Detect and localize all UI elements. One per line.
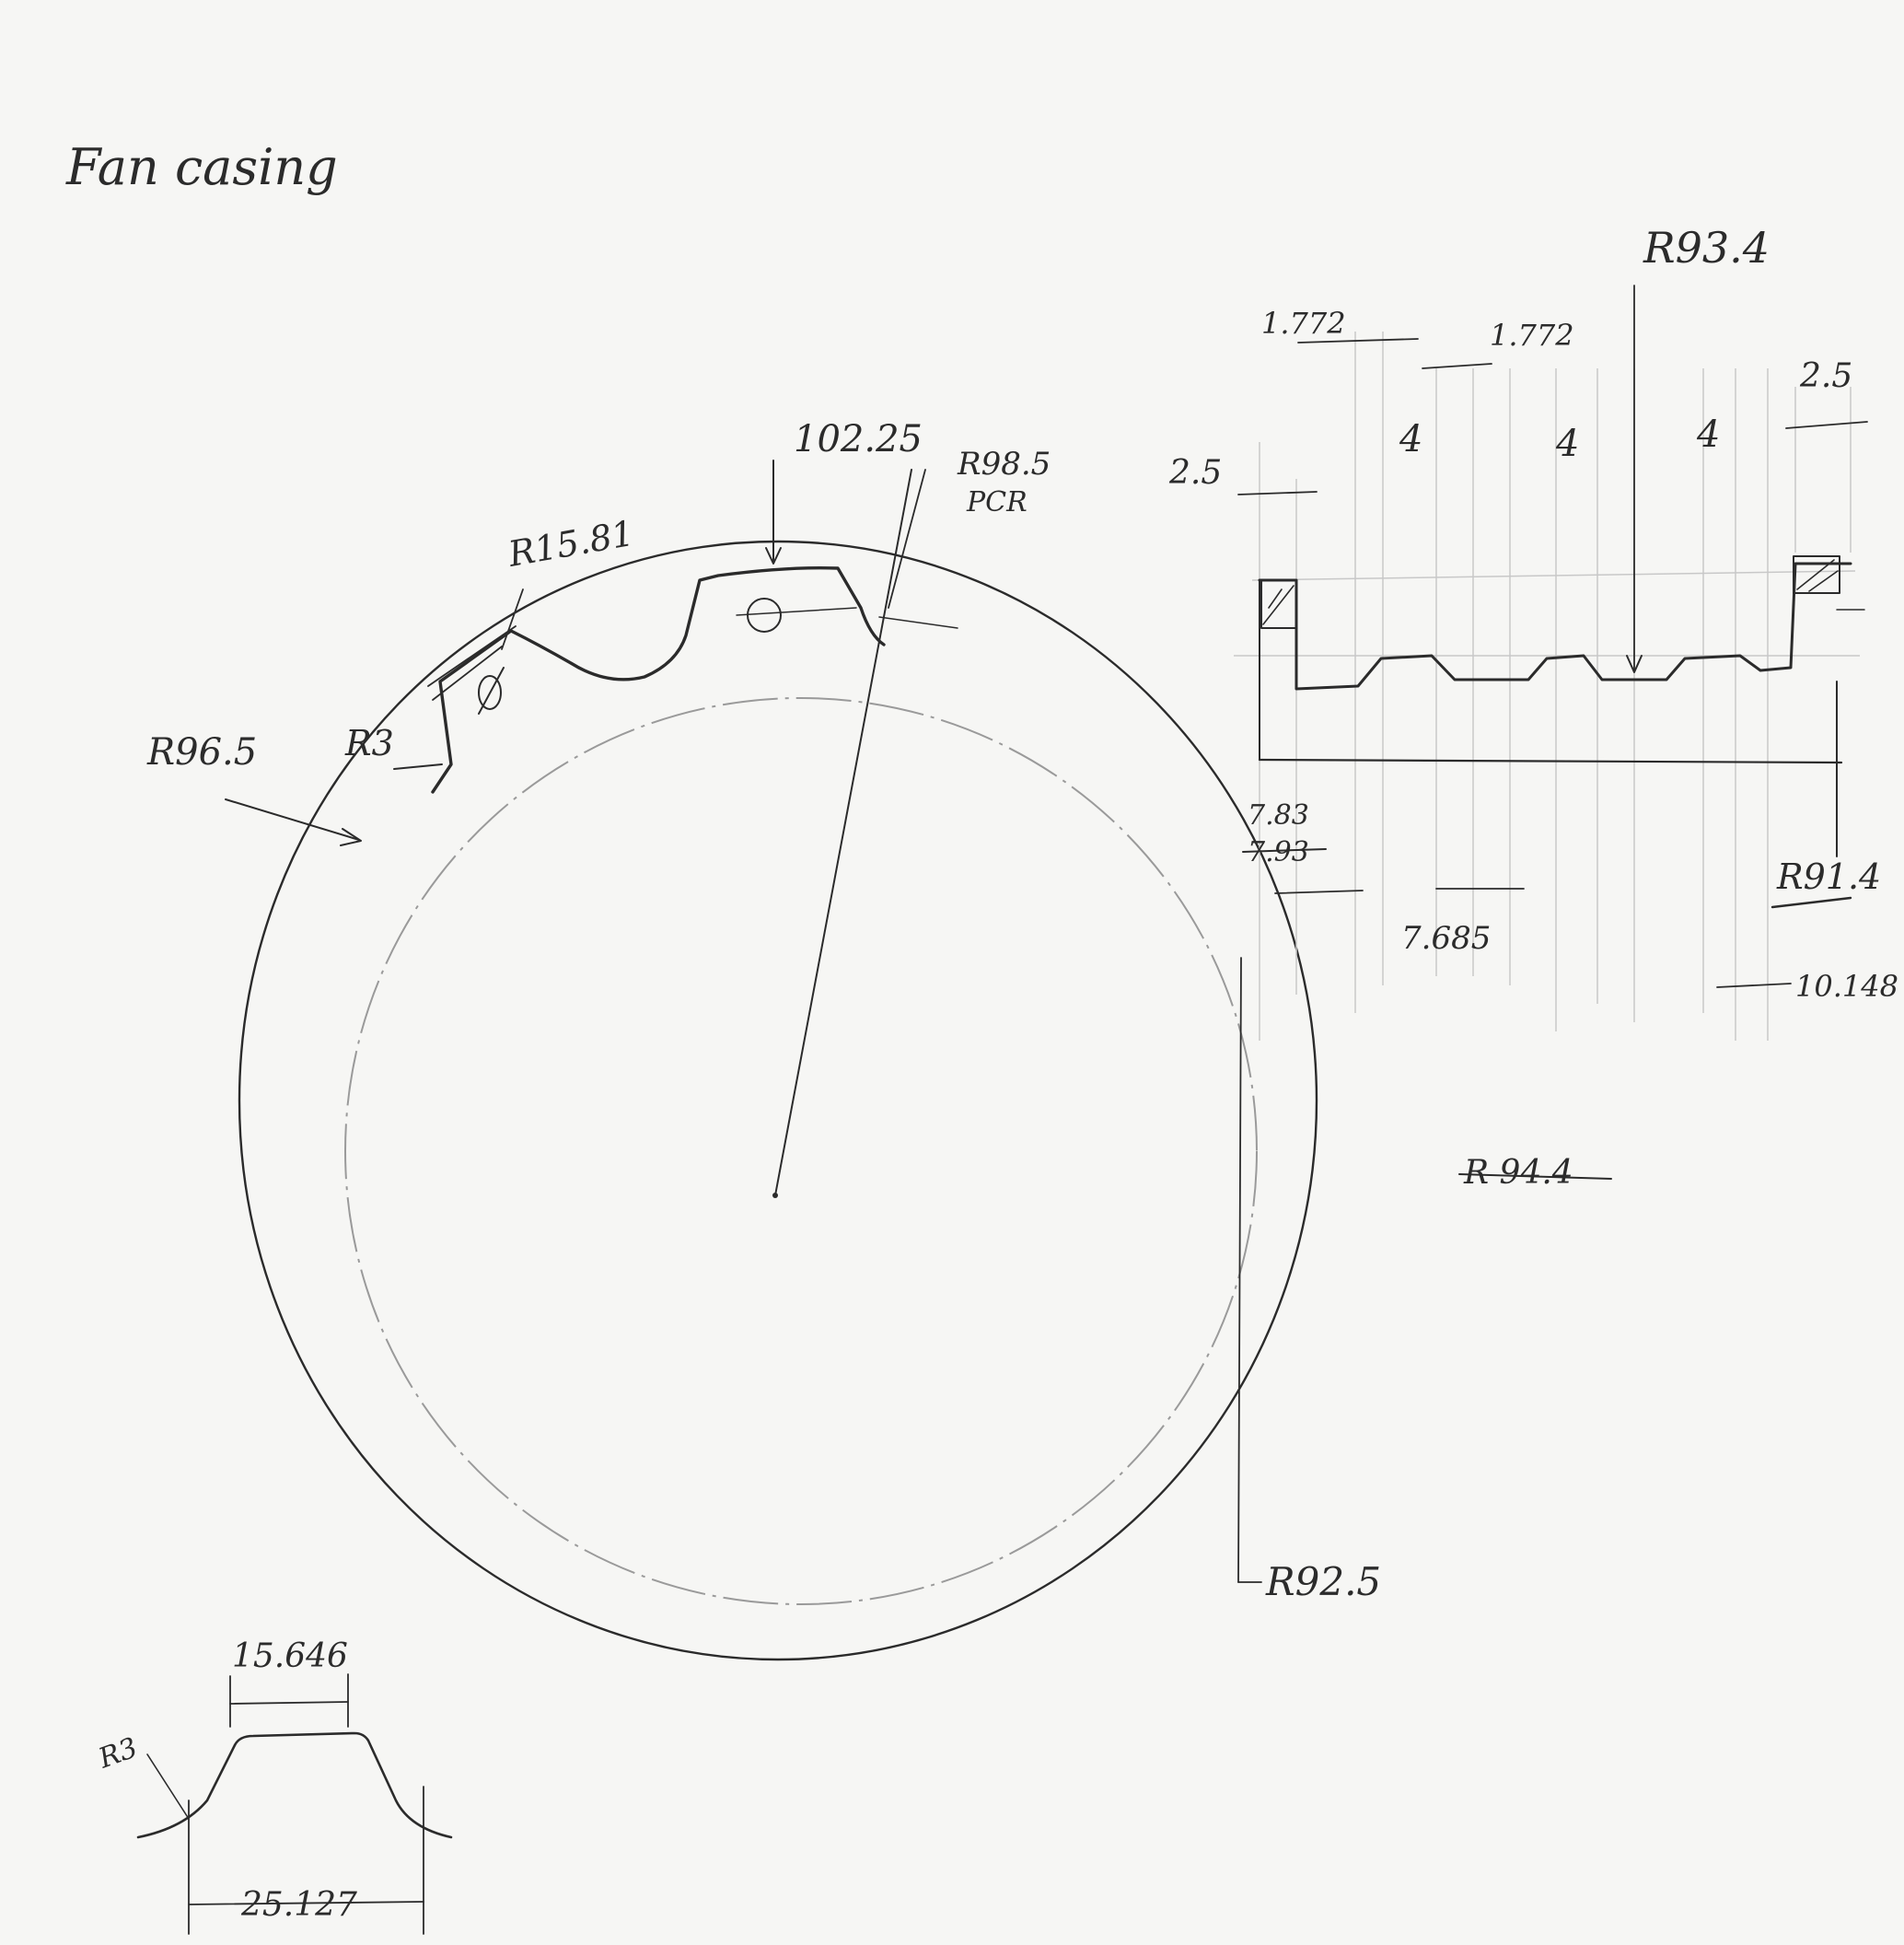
diameter-symbol	[478, 675, 502, 710]
hatch-right	[1793, 555, 1840, 594]
bottom-radius-underline	[1770, 896, 1852, 909]
tooth-hatch	[427, 625, 517, 701]
pcr-label: PCR	[966, 486, 1027, 518]
section-outline	[1258, 562, 1852, 691]
pcr-radius-line	[774, 469, 912, 1196]
root-radius-label: R15.81	[505, 513, 637, 575]
tooth-detail: 15.646 25.127 R3	[94, 1637, 453, 1935]
dim-4-c-label: 4	[1696, 413, 1720, 456]
hatch-left-lines	[1262, 585, 1294, 625]
dim-1772-a-label: 1.772	[1261, 306, 1346, 341]
dim-1772-b-line	[1422, 363, 1492, 369]
base-radius-leader	[225, 798, 360, 841]
section-bottom-line	[1258, 758, 1843, 764]
dim-10148-label: 10.148	[1795, 969, 1898, 1004]
dim-783-strike	[1242, 848, 1327, 853]
bore-circle	[344, 697, 1258, 1605]
detail-bottom-width-label: 25.127	[240, 1886, 357, 1924]
section-view: R93.4 1.772 1.772 4 4 4 2.5 2.5 7.83 7.9…	[1168, 223, 1898, 1192]
pcr-radius-label: R98.5	[957, 446, 1051, 483]
bottom-radius-label: R91.4	[1776, 856, 1881, 897]
tooth-centerline	[736, 607, 857, 616]
base-radius-arrow	[340, 828, 362, 846]
tooth-center-mark	[747, 598, 782, 633]
top-radius-arrow	[1626, 655, 1643, 673]
dim-4-a-label: 4	[1399, 418, 1422, 460]
dim-1772-b-label: 1.772	[1490, 318, 1574, 353]
bore-radius-label: R92.5	[1265, 1559, 1381, 1604]
dim-25-left-line	[1237, 491, 1318, 495]
main-view: 102.25 R98.5 PCR R15.81 R3 R96.5 R92.5	[146, 418, 1381, 1661]
dim-1772-a-line	[1297, 338, 1419, 344]
detail-fillet-label: R3	[94, 1731, 142, 1775]
detail-bottom-dim-line	[188, 1901, 424, 1905]
hatch-right-lines	[1796, 559, 1839, 592]
pcr-leader	[888, 469, 926, 609]
bore-radius-leader	[1237, 957, 1242, 1583]
detail-fillet-leader	[146, 1753, 190, 1820]
dim-783-line	[1274, 890, 1364, 894]
drawing-title: Fan casing	[65, 138, 338, 196]
dim-10225-arrow	[765, 547, 782, 565]
top-radius-label: R93.4	[1643, 223, 1770, 273]
pcr-arc-mark	[878, 616, 958, 629]
detail-top-dim-line	[229, 1701, 349, 1705]
dim-25-right-line	[1785, 421, 1868, 429]
dim-25-right-label: 2.5	[1799, 357, 1852, 395]
struck-radius-label: R 94.4	[1463, 1154, 1573, 1192]
detail-top-width-label: 15.646	[232, 1637, 348, 1675]
dim-783-struck-label: 7.93	[1248, 836, 1309, 868]
fillet-radius-label: R3	[344, 723, 394, 763]
center-point	[772, 1193, 778, 1198]
dim-4-b-label: 4	[1555, 423, 1579, 465]
base-radius-label: R96.5	[146, 731, 257, 774]
dim-10148-line	[1716, 983, 1792, 988]
dim-25-left-label: 2.5	[1168, 454, 1222, 492]
dim-783-label: 7.83	[1248, 799, 1309, 832]
dim-10225-label: 102.25	[794, 418, 923, 460]
fillet-leader	[393, 763, 443, 770]
dim-7685-label: 7.685	[1401, 920, 1491, 957]
outer-circle	[238, 540, 1318, 1661]
tooth-profile	[431, 565, 886, 794]
root-radius-leader	[501, 588, 524, 650]
struck-radius-strike	[1458, 1173, 1612, 1180]
detail-tooth-profile	[136, 1731, 453, 1839]
diameter-slash	[478, 667, 505, 715]
hatch-left	[1260, 579, 1297, 629]
